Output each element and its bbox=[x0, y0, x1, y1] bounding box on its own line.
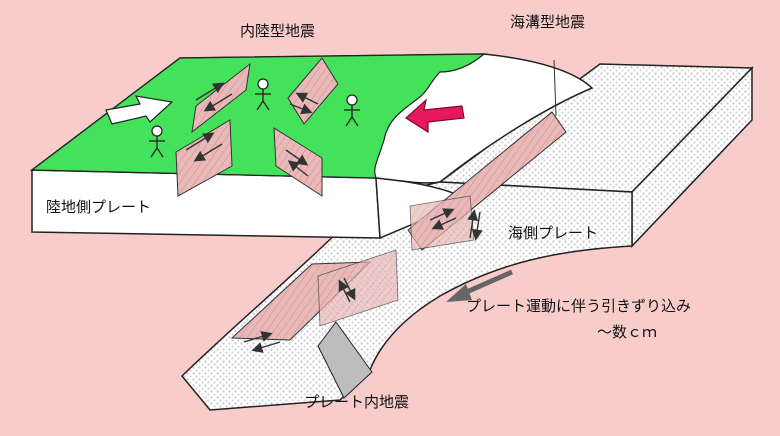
land-surface bbox=[30, 53, 486, 179]
slab-shadow bbox=[317, 321, 373, 399]
continental-plate-label: 陸地側プレート bbox=[46, 198, 152, 216]
slip-arrows-icon bbox=[185, 82, 483, 353]
person-icon bbox=[149, 125, 165, 158]
drag-amount-label: ～数ｃｍ bbox=[597, 323, 658, 341]
compression-arrow-icon bbox=[105, 95, 174, 125]
trench-earthquake-label: 海溝型地震 bbox=[510, 13, 586, 31]
oceanic-plate-label: 海側プレート bbox=[508, 224, 599, 242]
drag-in-label: プレート運動に伴う引きずり込み bbox=[466, 297, 692, 315]
fault-plane-1 bbox=[191, 62, 251, 134]
intraslab-fault-plane-3 bbox=[409, 195, 475, 251]
compression-arrow-icon bbox=[405, 98, 465, 134]
intraslab-fault-plane-2 bbox=[317, 249, 399, 327]
intraslab-earthquake-label: プレート内地震 bbox=[304, 393, 410, 411]
inland-earthquake-label: 内陸型地震 bbox=[240, 22, 316, 40]
trench-leader-line bbox=[553, 59, 557, 117]
plate-motion-arrow-icon bbox=[446, 269, 514, 302]
person-icon bbox=[344, 94, 360, 127]
person-icon bbox=[255, 78, 271, 111]
